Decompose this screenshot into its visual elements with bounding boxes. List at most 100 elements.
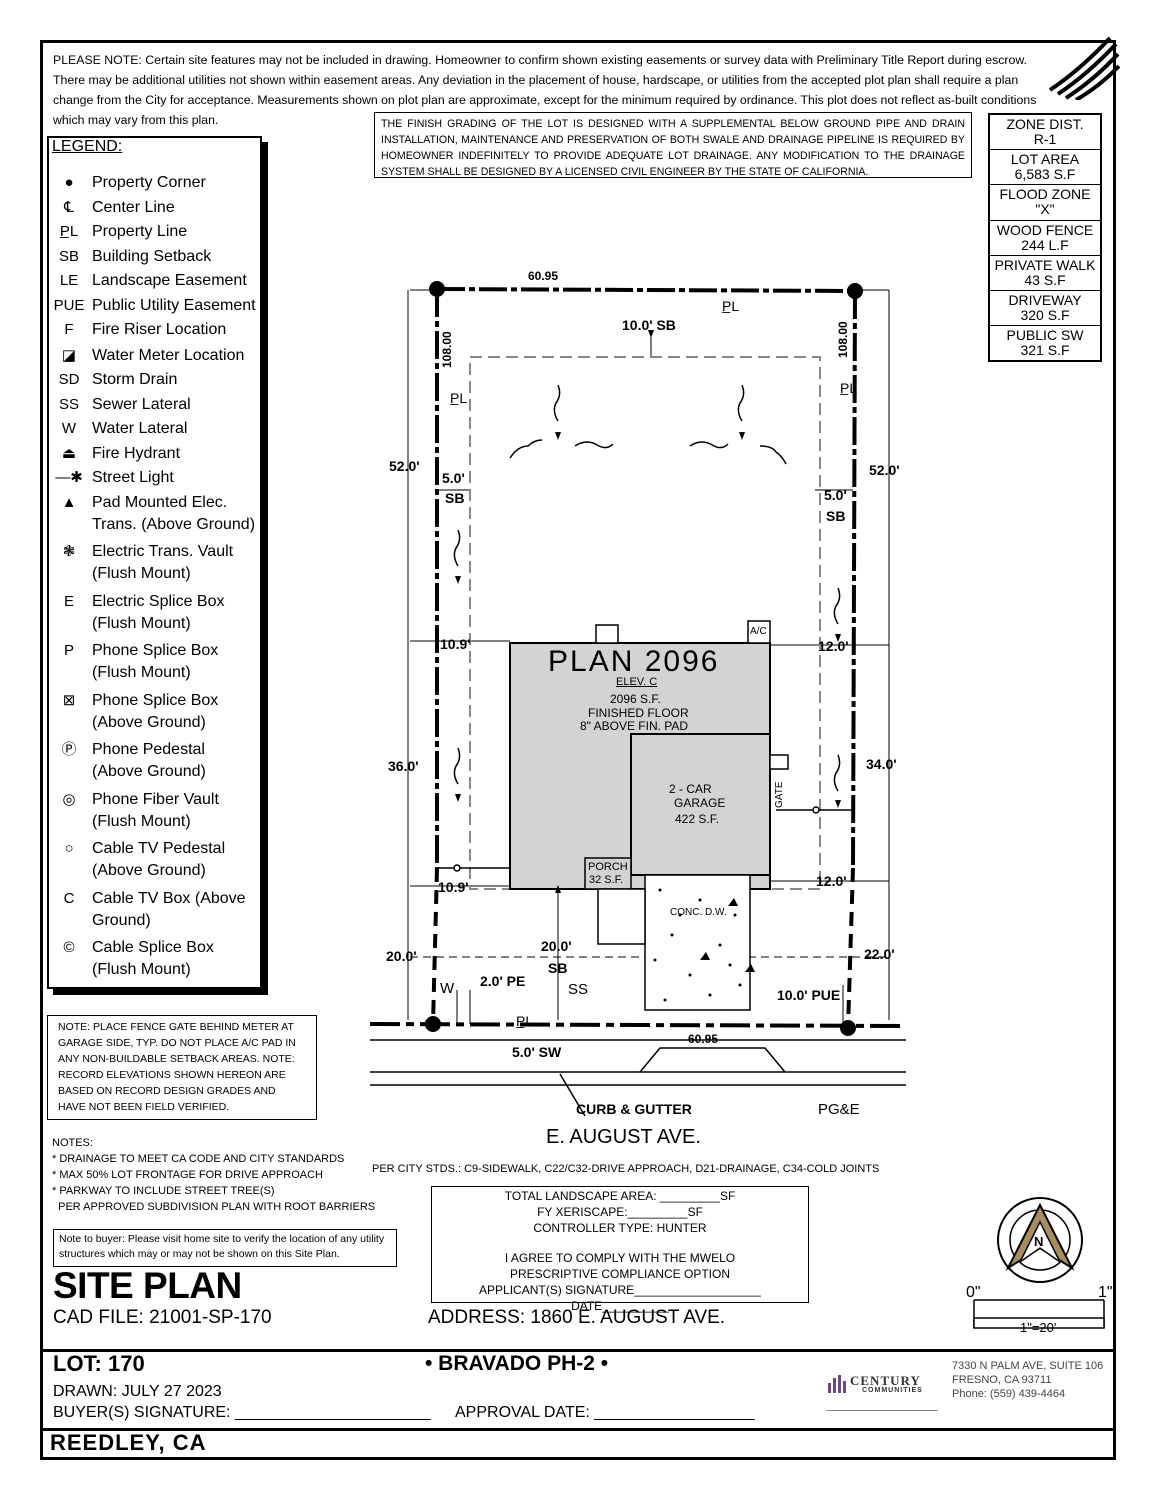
stat-label: PUBLIC SW	[1006, 327, 1084, 344]
stat-label: PRIVATE WALK	[994, 256, 1096, 273]
rear-setback-label: 10.0' SB	[622, 317, 676, 333]
subdivision-name: • BRAVADO PH-2 •	[425, 1352, 609, 1375]
notes-block: NOTES: * DRAINAGE TO MEET CA CODE AND CI…	[52, 1135, 375, 1215]
address: ADDRESS: 1860 E. AUGUST AVE.	[428, 1307, 726, 1328]
scale-left: 0"	[966, 1284, 981, 1301]
legend-label: Phone Fiber Vault	[92, 791, 219, 808]
curb-label: CURB & GUTTER	[576, 1101, 692, 1117]
legend-symbol-icon: Ⓟ	[61, 741, 77, 758]
xeriscape[interactable]: FY XERISCAPE:_________SF	[537, 1205, 703, 1219]
page-title: SITE PLAN	[53, 1265, 242, 1306]
landscape-area[interactable]: TOTAL LANDSCAPE AREA: _________SF	[504, 1189, 736, 1203]
stat-value: R-1	[1033, 131, 1057, 147]
property-line-label: P̲L	[840, 380, 858, 396]
water-label: W	[440, 980, 455, 997]
right-setback-sb: SB	[826, 508, 846, 524]
legend-shadow	[262, 142, 268, 995]
legend-symbol-icon: SB	[58, 248, 79, 265]
legend-label: Fire Riser Location	[92, 321, 227, 338]
legend-label: Landscape Easement	[92, 272, 247, 289]
right-setback-label: 5.0'	[824, 487, 847, 503]
legend-symbol-icon: ●	[64, 174, 74, 191]
left-20-label: 20.0'	[386, 948, 417, 964]
drawn-date: DRAWN: JULY 27 2023	[53, 1383, 222, 1400]
stat-label: DRIVEWAY	[1008, 291, 1082, 308]
legend-symbol-icon: ⊠	[62, 692, 76, 709]
legend-symbol-icon: ▲	[61, 494, 77, 511]
gate-label: GATE	[774, 781, 785, 808]
title-block-divider	[40, 1428, 1116, 1431]
left-52-label: 52.0'	[389, 458, 420, 474]
legend-symbol-icon: PUE	[53, 297, 85, 314]
legend-label: Phone Pedestal	[92, 741, 205, 758]
left-depth-label: 108.00	[440, 331, 454, 368]
legend-shadow	[53, 989, 268, 995]
legend-label-sub: (Flush Mount)	[92, 664, 191, 681]
stat-label: ZONE DIST.	[1006, 116, 1084, 132]
controller-type: CONTROLLER TYPE: HUNTER	[533, 1221, 707, 1235]
house-plan-title: PLAN 2096	[548, 645, 720, 678]
legend-symbol-icon: C	[63, 890, 75, 907]
right-52-label: 52.0'	[869, 462, 900, 478]
legend-label-sub: Ground)	[92, 912, 151, 929]
left-109b-label: 10.9'	[438, 879, 469, 895]
title-block	[40, 1349, 1116, 1460]
street-name: E. AUGUST AVE.	[546, 1126, 701, 1148]
legend-label-sub: (Flush Mount)	[92, 565, 191, 582]
legend-label-sub: (Above Ground)	[92, 763, 206, 780]
legend-box	[47, 136, 262, 989]
left-109-label: 10.9'	[440, 636, 471, 652]
right-34-label: 34.0'	[866, 756, 897, 772]
approval-date[interactable]: APPROVAL DATE: __________________	[455, 1404, 755, 1421]
legend-label: Sewer Lateral	[92, 396, 191, 413]
finished-floor-label: FINISHED FLOOR	[588, 706, 689, 720]
company-logo-icon	[828, 1375, 846, 1393]
front-setback-sb: SB	[548, 960, 568, 976]
stat-value: 43 S.F	[1024, 271, 1066, 288]
house-sf-label: 2096 S.F.	[610, 692, 661, 706]
driveway-label: CONC. D.W.	[670, 907, 727, 918]
property-line-label: P̲L	[516, 1013, 534, 1029]
company-name: CENTURY	[850, 1373, 921, 1388]
legend-symbol-icon: E	[63, 593, 74, 610]
legend-label: Electric Trans. Vault	[92, 543, 234, 560]
legend-label: Property Corner	[92, 174, 206, 191]
legend-symbol-icon: SD	[58, 371, 80, 388]
legend-symbol-icon: P	[63, 642, 74, 659]
legend-label-sub: Trans. (Above Ground)	[92, 516, 256, 533]
top-disclaimer: PLEASE NOTE: Certain site features may n…	[53, 53, 1037, 127]
legend-symbol-icon: ©	[63, 939, 75, 956]
stat-cell: ZONE DIST.R-1	[990, 115, 1100, 151]
landscape-box: TOTAL LANDSCAPE AREA: _________SF FY XER…	[431, 1186, 809, 1313]
garage-label: 2 - CAR	[669, 782, 712, 796]
stat-value: 321 S.F	[1020, 342, 1070, 359]
legend-label: Phone Splice Box	[92, 692, 219, 709]
city-name: REEDLEY, CA	[50, 1430, 207, 1455]
buyer-signature[interactable]: BUYER(S) SIGNATURE: ____________________…	[53, 1404, 431, 1421]
legend-symbol-icon: ℄	[64, 199, 74, 216]
stat-value: 244 L.F	[1021, 236, 1069, 253]
legend-label: Water Meter Location	[92, 347, 245, 364]
legend-label-sub: (Flush Mount)	[92, 615, 191, 632]
legend-label: Cable Splice Box	[92, 939, 214, 956]
legend-label-sub: (Above Ground)	[92, 862, 206, 879]
legend-label: Public Utility Easement	[92, 297, 256, 314]
property-line-label: P̲L	[722, 298, 740, 314]
legend-symbol-icon: ⏏	[61, 445, 77, 462]
top-width-label: 60.95	[528, 269, 559, 283]
legend-label: Water Lateral	[92, 420, 188, 437]
applicant-signature[interactable]: APPLICANT(S) SIGNATURE__________________…	[479, 1283, 761, 1313]
finished-floor-label2: 8" ABOVE FIN. PAD	[580, 719, 689, 733]
stat-cell: FLOOD ZONE"X"	[990, 185, 1100, 221]
stat-value: 320 S.F	[1020, 306, 1070, 323]
porch-sf-label: 32 S.F.	[589, 874, 624, 886]
notes-line: * PARKWAY TO INCLUDE STREET TREE(S)	[52, 1185, 275, 1197]
mwelo-agree: I AGREE TO COMPLY WITH THE MWELO	[504, 1251, 736, 1265]
legend-symbol-icon: ○	[64, 840, 74, 857]
garage-sf-label: 422 S.F.	[675, 812, 720, 826]
company-address-line: FRESNO, CA 93711	[952, 1374, 1052, 1386]
stat-label: LOT AREA	[1010, 151, 1080, 168]
